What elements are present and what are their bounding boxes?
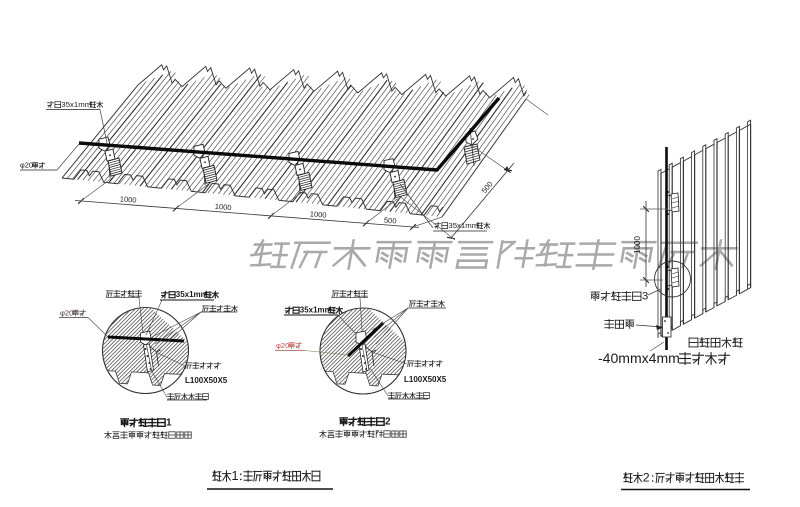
svg-text:3: 3 [642, 291, 648, 303]
svg-text:φ20: φ20 [276, 341, 289, 350]
svg-text:φ20: φ20 [60, 308, 73, 317]
svg-text:φ20: φ20 [20, 161, 33, 170]
svg-text:1: 1 [166, 418, 172, 429]
svg-text:35x1mm: 35x1mm [448, 221, 478, 230]
svg-text:35x1mm: 35x1mm [61, 100, 91, 109]
svg-text:L100X50X5: L100X50X5 [404, 375, 447, 384]
svg-text:500: 500 [384, 216, 397, 226]
svg-text:2: 2 [643, 471, 650, 485]
svg-text:35x1mm: 35x1mm [300, 306, 332, 315]
svg-text:1000: 1000 [633, 236, 642, 254]
svg-text:L100X50X5: L100X50X5 [185, 376, 228, 385]
svg-text:1000: 1000 [120, 194, 137, 204]
svg-text:1: 1 [231, 468, 238, 483]
svg-text:35x1mm: 35x1mm [176, 290, 208, 299]
svg-text:1000: 1000 [310, 209, 327, 219]
svg-text:-40mmx4mm: -40mmx4mm [598, 350, 680, 366]
svg-text:2: 2 [385, 417, 391, 428]
svg-text:1000: 1000 [215, 202, 232, 212]
